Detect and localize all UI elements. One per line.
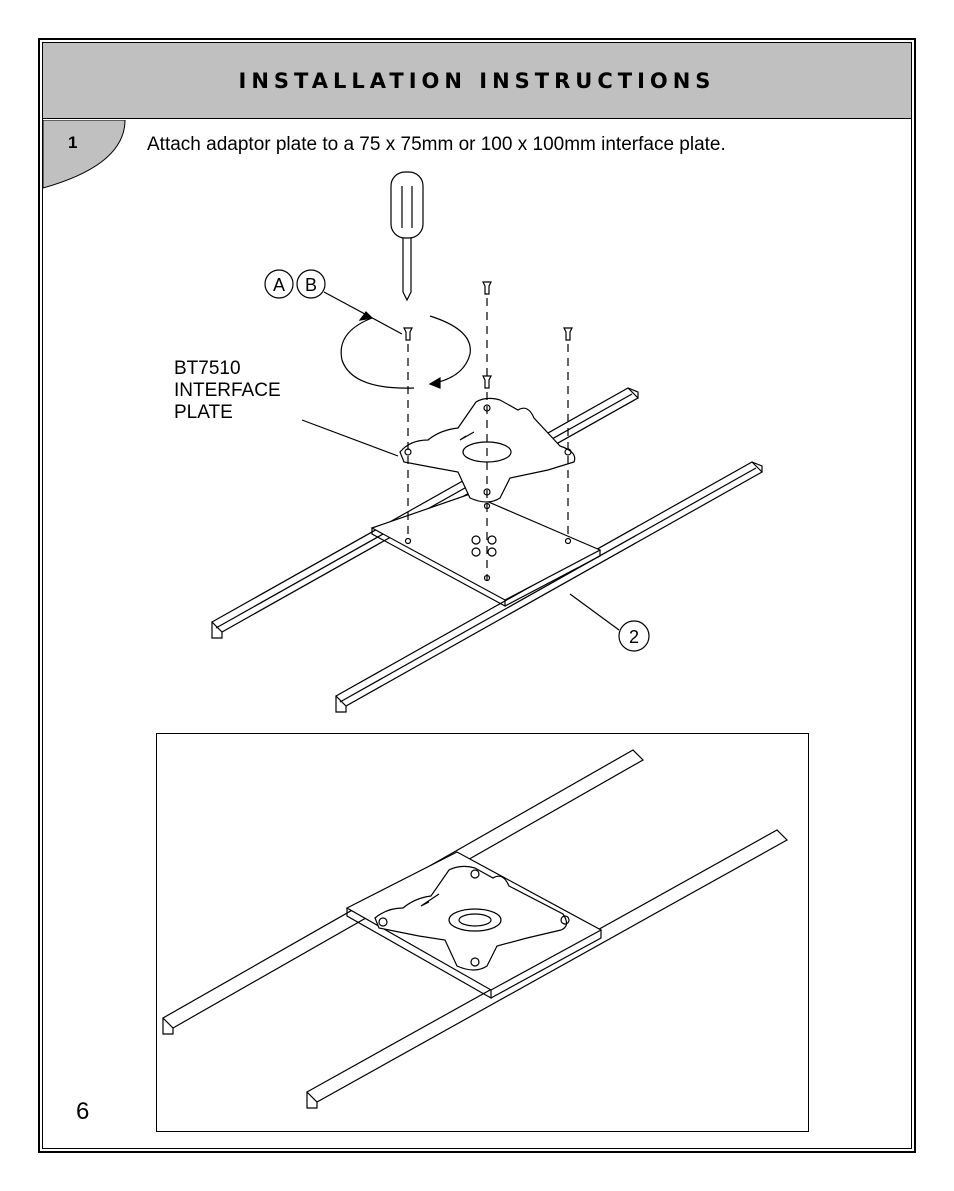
alignment-lines <box>407 298 569 580</box>
page-outer-border <box>38 38 916 1153</box>
interface-plate-label-line3: PLATE <box>174 402 233 423</box>
exploded-diagram: A B 2 <box>211 171 763 713</box>
step-number: 1 <box>68 133 78 152</box>
screws <box>403 281 573 389</box>
header-band: INSTALLATION INSTRUCTIONS <box>43 43 911 119</box>
callout-b-circle <box>296 269 326 299</box>
assembled-diagram <box>162 749 788 1109</box>
interface-plate-label-line2: INTERFACE <box>174 380 281 401</box>
step-tab <box>43 120 126 189</box>
rotation-arrow <box>340 311 471 389</box>
interface-plate-label: BT7510 INTERFACE PLATE <box>174 358 281 424</box>
callout-2: 2 <box>629 627 639 647</box>
screwdriver-icon <box>390 171 424 302</box>
adapter-plate <box>370 493 602 608</box>
step-instruction: Attach adaptor plate to a 75 x 75mm or 1… <box>147 134 726 155</box>
callout-a-circle <box>264 269 294 299</box>
assembled-result-panel <box>156 733 809 1132</box>
leader-part-2 <box>569 593 620 631</box>
leader-interface-plate <box>301 419 399 457</box>
interface-plate-label-line1: BT7510 <box>174 358 241 379</box>
callout-a: A <box>273 275 285 295</box>
leader-ab <box>323 291 403 335</box>
page-title: INSTALLATION INSTRUCTIONS <box>238 68 716 93</box>
front-rail <box>335 461 763 713</box>
page-number: 6 <box>76 1098 90 1125</box>
callout-2-circle <box>618 620 650 652</box>
callout-b: B <box>305 275 317 295</box>
page-inner-border <box>42 42 912 1149</box>
